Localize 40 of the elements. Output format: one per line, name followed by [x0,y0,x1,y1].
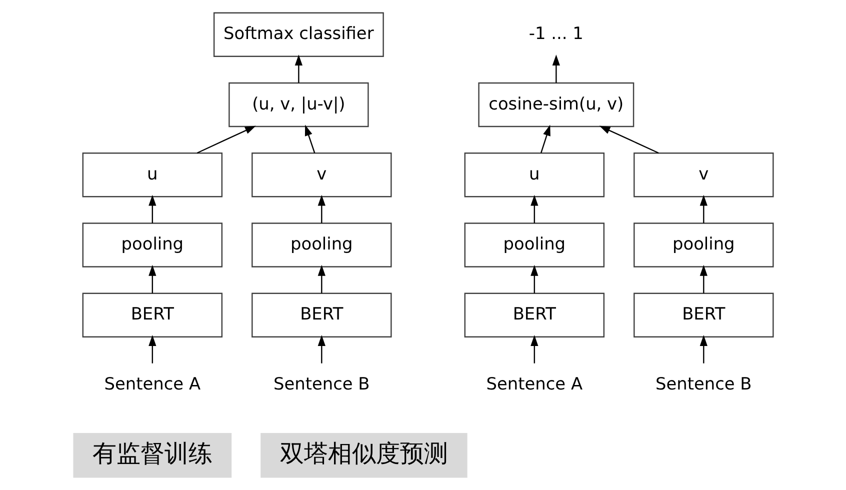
arrow [317,194,325,224]
node-box: Softmax classifier [212,12,384,58]
arrow [294,54,302,83]
arrow [699,264,707,294]
node-box: u [464,152,604,198]
arrow [699,194,707,224]
node-box: 双塔相似度预测 [260,432,467,478]
node-box: BERT [251,292,392,338]
node-text: Sentence B [655,374,752,394]
node-text: Sentence A [104,374,200,394]
node-box: 有监督训练 [72,432,232,478]
arrow [317,335,325,364]
arrow [530,264,538,294]
node-box: BERT [464,292,604,338]
arrow [530,194,538,224]
arrow [148,264,156,294]
node-box: BERT [633,292,774,338]
arrow [540,124,550,154]
node-text: Sentence B [273,374,370,394]
node-box: v [251,152,392,198]
arrow [530,335,538,364]
node-box: v [633,152,774,198]
arrow [598,126,658,154]
node-box: BERT [82,292,222,338]
node-text: -1 ... 1 [528,23,583,44]
node-box: (u, v, |u-v|) [228,82,368,128]
arrow [196,126,256,154]
node-box: pooling [251,222,392,268]
node-text: Sentence A [486,374,582,394]
arrow [148,335,156,364]
node-box: pooling [464,222,604,268]
node-box: pooling [633,222,774,268]
arrow [317,264,325,294]
arrow [552,54,560,83]
node-box: u [82,152,222,198]
arrow [148,194,156,224]
arrow [304,124,315,154]
node-box: cosine-sim(u, v) [478,82,634,128]
arrow [699,335,707,364]
node-box: pooling [82,222,222,268]
